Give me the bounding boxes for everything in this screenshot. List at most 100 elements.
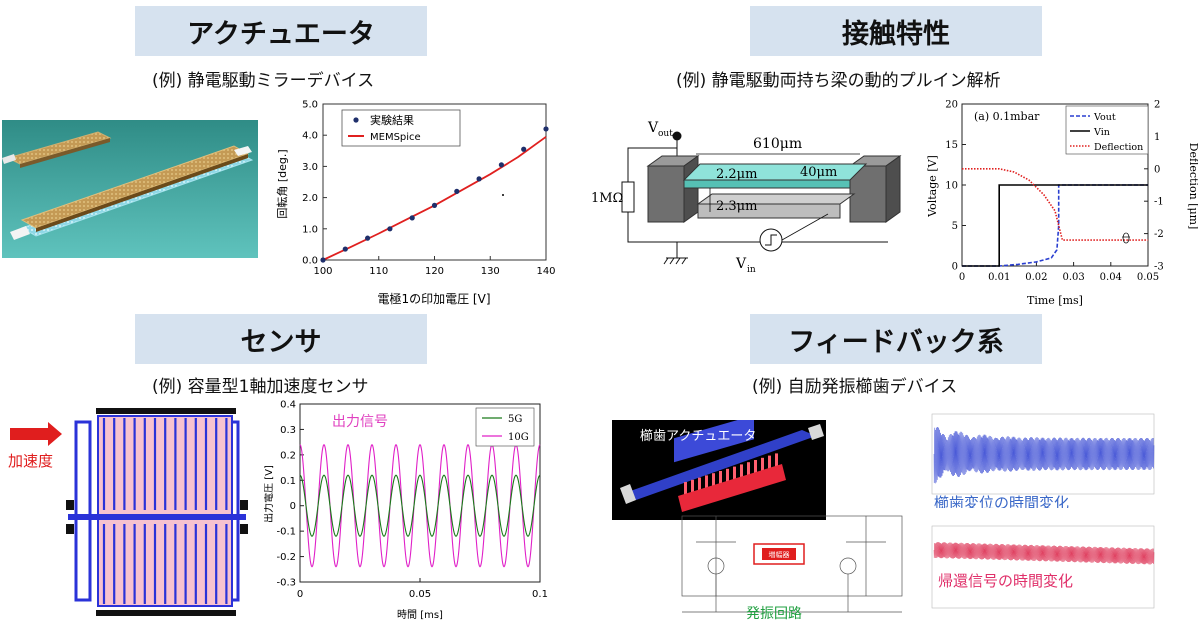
legend-label-10g: 10G: [508, 432, 529, 443]
data-point-experiment: [409, 215, 415, 221]
displacement-trace: [933, 426, 1155, 484]
data-point-experiment: [454, 188, 460, 194]
y-tick-label-left: 20: [945, 100, 958, 111]
comb-tooth: [705, 475, 708, 492]
y-tick-label-left: 5: [952, 221, 958, 232]
x-tick-label: 0: [959, 272, 965, 283]
y-axis-label-right: Deflection [μm]: [1187, 143, 1198, 230]
x-tick-label: 0: [297, 589, 303, 600]
comb-tooth: [691, 479, 694, 496]
comb-tooth: [768, 455, 771, 472]
comb-actuator-label: 櫛歯アクチュエータ: [640, 429, 756, 444]
y-tick-label: 0.3: [280, 425, 296, 436]
y-tick-label: 0.2: [280, 450, 296, 461]
comb-tooth: [775, 453, 778, 470]
comb-actuator-image: 櫛歯アクチュエータ: [612, 420, 826, 520]
width-label: 40μm: [800, 165, 837, 180]
y-tick-label-right: -1: [1154, 197, 1164, 208]
data-point-experiment: [543, 126, 549, 132]
y-tick-label-right: -3: [1154, 262, 1164, 273]
data-point-experiment: [476, 176, 482, 182]
x-tick-label: 140: [536, 266, 555, 277]
comb-tooth: [747, 462, 750, 479]
legend-label-memspice: MEMSpice: [370, 132, 421, 143]
x-tick-label: 130: [481, 266, 500, 277]
displacement-waveform: 櫛歯変位の時間変化: [931, 413, 1155, 508]
thickness-label: 2.3μm: [716, 199, 757, 214]
legend-marker-experiment: [353, 117, 359, 123]
comb-tooth: [698, 477, 701, 494]
example-actuator: (例) 静電駆動ミラーデバイス: [152, 71, 375, 91]
y-axis-label: 出力電圧 [V]: [264, 465, 275, 523]
x-axis-label: 電極1の印加電圧 [V]: [377, 291, 490, 306]
acceleration-arrow-icon: [10, 422, 62, 446]
data-point-experiment: [498, 162, 504, 168]
x-tick-label: 120: [425, 266, 444, 277]
data-point-experiment: [387, 226, 393, 232]
data-point-experiment: [320, 257, 326, 263]
comb-tooth: [712, 473, 715, 490]
x-tick-label: 0.02: [1025, 272, 1047, 283]
x-tick-label: 0.01: [988, 272, 1010, 283]
length-label: 610μm: [753, 136, 802, 152]
resistor-label: 1MΩ: [591, 191, 623, 206]
legend: Vout Vin Deflection: [1065, 105, 1149, 155]
y-tick-label: 0.4: [280, 400, 296, 411]
y-tick-label-right: -2: [1154, 229, 1164, 240]
comb-tooth: [684, 482, 687, 498]
beam-schematic: V out 1MΩ 610μm 2.2μm 40μm 2.3μm V in: [591, 120, 902, 275]
legend-label-deflection: Deflection: [1094, 142, 1143, 153]
y-tick-label: 0.1: [280, 476, 296, 487]
legend-label-experiment: 実験結果: [370, 113, 414, 127]
example-sensor: (例) 容量型1軸加速度センサ: [152, 377, 369, 397]
gap-label: 2.2μm: [716, 167, 757, 182]
series-line-10g: [299, 443, 541, 568]
series-line-5g: [299, 474, 541, 537]
comb-tooth: [754, 460, 757, 476]
x-tick-label: 0.04: [1100, 272, 1122, 283]
y-tick-label-left: 0: [952, 262, 958, 273]
section-title-actuator: アクチュエータ: [135, 6, 427, 56]
vin-subscript: in: [747, 265, 756, 275]
y-axis-label-left: Voltage [V]: [926, 155, 939, 218]
y-tick-label-left: 10: [945, 181, 958, 192]
legend-label-vout: Vout: [1093, 112, 1116, 123]
y-tick-label: 1.0: [302, 224, 318, 235]
vout-label: V: [647, 120, 659, 136]
y-tick-label: 3.0: [302, 162, 318, 173]
y-tick-label: -0.2: [276, 552, 296, 563]
accelerometer-image: 加速度: [8, 408, 248, 616]
y-tick-label-right: 1: [1154, 132, 1160, 143]
x-tick-label: 0.05: [409, 589, 431, 600]
x-axis-label: 時間 [ms]: [397, 609, 443, 621]
vout-subscript: out: [658, 129, 673, 139]
y-axis-label: 回転角 [deg.]: [276, 149, 289, 218]
y-tick-label: 5.0: [302, 100, 318, 111]
legend: 実験結果 MEMSpice: [341, 109, 461, 147]
amplifier-label: 増幅器: [769, 550, 790, 559]
y-tick-label-right: 0: [1154, 164, 1160, 175]
feedback-waveform: 帰還信号の時間変化: [931, 525, 1155, 609]
displacement-caption: 櫛歯変位の時間変化: [934, 494, 1069, 508]
example-contact: (例) 静電駆動両持ち梁の動的プルイン解析: [676, 71, 1001, 91]
comb-tooth: [740, 464, 743, 481]
series-line-vin: [962, 184, 1148, 267]
y-tick-label-left: 15: [945, 140, 958, 151]
data-point-experiment: [521, 146, 527, 152]
data-point-experiment: [431, 202, 438, 208]
section-title-feedback: フィードバック系: [750, 314, 1042, 364]
comb-tooth: [726, 468, 729, 485]
section-title-contact: 接触特性: [750, 6, 1042, 56]
oscillator-circuit: 増幅器 発振回路: [681, 515, 903, 622]
data-point-experiment: [365, 235, 371, 241]
mirror-device-image: [2, 120, 258, 258]
x-tick-label: 110: [369, 266, 388, 277]
comb-tooth: [719, 471, 722, 487]
feedback-caption: 帰還信号の時間変化: [938, 572, 1073, 590]
y-tick-label: -0.1: [276, 527, 296, 538]
legend: 5G 10G: [475, 407, 535, 447]
chart-annotation: 出力信号: [332, 414, 388, 430]
x-tick-label: 100: [313, 266, 332, 277]
